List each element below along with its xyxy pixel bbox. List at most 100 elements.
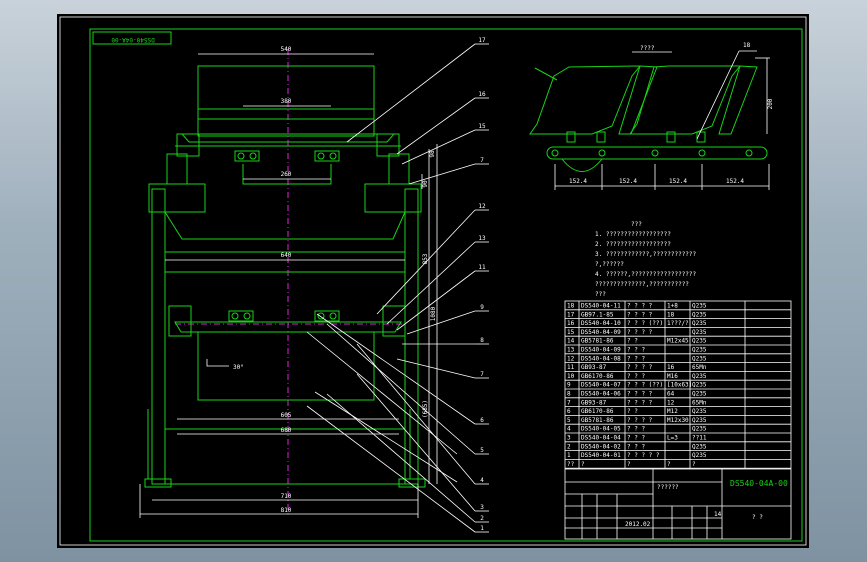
bom-cell: DS540-04-09 bbox=[581, 329, 621, 336]
bom-cell: ? ? ? ? bbox=[627, 391, 653, 398]
bom-cell: ? ? ? bbox=[627, 355, 645, 362]
bom-cell: M12x45 bbox=[667, 338, 689, 345]
dim-lower-a: 605 bbox=[281, 412, 292, 419]
dim-angle: 30° bbox=[233, 364, 244, 371]
bom-cell: Q235 bbox=[692, 443, 707, 450]
pitch-3: 152.4 bbox=[669, 178, 687, 185]
bom-cell: ? bbox=[627, 461, 631, 468]
bom-cell: DS540-04-11 bbox=[581, 303, 621, 310]
dim-right-small: 90 bbox=[422, 180, 429, 188]
pitch-1: 152.4 bbox=[569, 178, 587, 185]
bom-cell: 14 bbox=[567, 338, 575, 345]
dim-cross: 260 bbox=[281, 171, 292, 178]
bom-row: 15 DS540-04-09 ? ? ? ? Q235 bbox=[567, 329, 707, 336]
note-line: ??? bbox=[595, 291, 606, 298]
balloon-label: 4 bbox=[480, 477, 484, 484]
bom-cell: 16 bbox=[667, 364, 675, 371]
bom-cell: Q235 bbox=[692, 373, 707, 380]
title-block: ?????? DS540-04A-00 ? ? 14 2012.02 bbox=[564, 468, 792, 540]
bom-cell: ? ? ? bbox=[627, 443, 645, 450]
pitch-4: 152.4 bbox=[726, 178, 744, 185]
bom-cell: 65Mn bbox=[692, 364, 707, 371]
dim-right-height: 1080 bbox=[430, 306, 437, 321]
scale-mark: 14 bbox=[714, 511, 722, 518]
drawing-sheet[interactable]: DS540-04A-00 bbox=[57, 14, 809, 548]
bom-cell: ? ? ? ? bbox=[627, 311, 653, 318]
bom-cell: [10x63] bbox=[667, 382, 692, 389]
bom-cell: GB93-87 bbox=[581, 399, 607, 406]
dim-upper-inner: 380 bbox=[281, 98, 292, 105]
bom-cell: DS540-04-08 bbox=[581, 355, 621, 362]
dim-lower-b: 680 bbox=[281, 427, 292, 434]
balloon-label: 9 bbox=[480, 304, 484, 311]
bom-cell: ? ? ? ? bbox=[627, 303, 653, 310]
bom-cell: 15 bbox=[567, 329, 575, 336]
bom-cell: 1+8 bbox=[667, 303, 678, 310]
bom-cell: ? ? ? ? bbox=[627, 399, 653, 406]
bom-cell: ? bbox=[692, 461, 696, 468]
bom-cell: M12x30 bbox=[667, 417, 689, 424]
bom-cell: 6 bbox=[567, 408, 571, 415]
bom-cell: 18 bbox=[667, 311, 675, 318]
balloon-label: 8 bbox=[480, 337, 484, 344]
side-height-dim: 200 bbox=[767, 98, 774, 109]
bom-cell: 4 bbox=[567, 426, 571, 433]
dim-base-b: 810 bbox=[281, 507, 292, 514]
note-line: 2. ?????????????????? bbox=[595, 241, 671, 248]
bom-cell: 3 bbox=[567, 435, 571, 442]
front-view: 540 380 260 640 605 680 710 810 1080 853… bbox=[139, 46, 458, 518]
bom-cell: GB93-87 bbox=[581, 364, 607, 371]
bom-cell: ? ? ? bbox=[627, 435, 645, 442]
bom-cell: M16 bbox=[667, 373, 678, 380]
bom-cell: 2 bbox=[567, 443, 571, 450]
bom-cell: ?? bbox=[567, 461, 575, 468]
top-box bbox=[197, 65, 375, 137]
note-line: 3. ????????????,???????????? bbox=[595, 251, 697, 258]
bom-cell: ? ? ? (??) bbox=[627, 320, 663, 327]
bom-cell: DS540-04-04 bbox=[581, 435, 621, 442]
pitch-2: 152.4 bbox=[619, 178, 637, 185]
bom-cell: GB6170-86 bbox=[581, 408, 614, 415]
dim-right-mid: 853 bbox=[422, 253, 429, 264]
bom-cell: ? ? bbox=[627, 338, 638, 345]
dim-mid-width: 640 bbox=[281, 252, 292, 259]
bom-cell: 8 bbox=[567, 391, 571, 398]
balloon-label: 7 bbox=[480, 157, 484, 164]
tech-notes: ??? 1. ?????????????????? 2. ????????????… bbox=[595, 221, 697, 298]
bom-cell: Q235 bbox=[692, 382, 707, 389]
balloon-label: 16 bbox=[478, 91, 486, 98]
bom-cell: Q235 bbox=[692, 426, 707, 433]
bom-cell: Q235 bbox=[692, 417, 707, 424]
bom-cell: DS540-04-06 bbox=[581, 391, 621, 398]
inner-frame bbox=[89, 28, 803, 542]
balloon-label: 17 bbox=[478, 37, 486, 44]
bom-cell: GB6170-86 bbox=[581, 373, 614, 380]
bom-cell: Q235 bbox=[692, 329, 707, 336]
bom-cell: ? ? ? (??) bbox=[627, 382, 663, 389]
bom-cell: 10 bbox=[567, 373, 575, 380]
bom-cell: L=3 bbox=[667, 435, 678, 442]
note-line: 1. ?????????????????? bbox=[595, 231, 671, 238]
bom-cell: ? ? ? ? bbox=[627, 329, 653, 336]
bom-cell: DS540-04-07 bbox=[581, 382, 621, 389]
bom-cell: ? ? ? bbox=[627, 426, 645, 433]
balloon-label: 2 bbox=[480, 515, 484, 522]
cad-drawing-svg[interactable]: DS540-04A-00 bbox=[57, 14, 809, 548]
code-box bbox=[92, 31, 172, 45]
bom-cell: 1???/? bbox=[667, 320, 689, 327]
bom-cell: 9 bbox=[567, 382, 571, 389]
code-upside-down: DS540-04A-00 bbox=[111, 36, 155, 43]
balloon-label: 3 bbox=[480, 504, 484, 511]
bom-cell: 12 bbox=[667, 399, 675, 406]
